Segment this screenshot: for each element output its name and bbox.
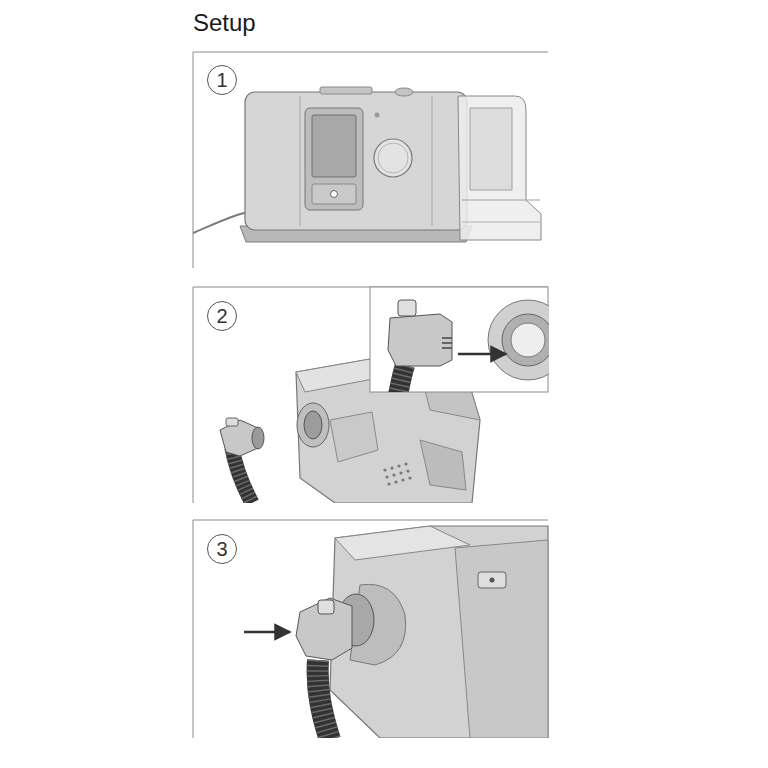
panel-frame-part (193, 520, 548, 738)
cpap-device-rear-part (252, 427, 264, 449)
tube-connected-closeup (244, 526, 548, 738)
connector-inset-part (388, 300, 549, 392)
cpap-device-front-part (395, 88, 413, 96)
cpap-device-front-part (300, 96, 301, 226)
connector-inset-part-part (502, 314, 549, 366)
connector-inset-part-part (488, 300, 549, 380)
cpap-device-rear-part (232, 448, 252, 503)
cpap-device-rear-part-part (394, 480, 397, 483)
cpap-device-rear-part-part (401, 478, 404, 481)
cpap-device-front-part (378, 143, 408, 173)
connector-inset-part-part (511, 323, 545, 357)
cpap-device-rear-part (420, 440, 466, 490)
step-number-circle: 1 (207, 65, 237, 95)
cpap-device-front-part (462, 222, 540, 223)
connector-inset-part-part (442, 347, 452, 349)
cpap-device-front-part (245, 92, 467, 230)
cpap-device-rear-part-part (406, 469, 409, 472)
cpap-device-rear-part (304, 411, 322, 439)
step-number: 2 (216, 306, 227, 326)
cpap-device-rear-part-part (390, 466, 393, 469)
tube-connected-closeup-part (478, 572, 506, 588)
connector-inset-part-part (458, 353, 506, 356)
cpap-device-front (193, 87, 541, 242)
cpap-device-rear-part-part (392, 473, 395, 476)
tube-connected-closeup-part (318, 600, 334, 614)
tube-connected-closeup-part (490, 578, 495, 583)
connector-inset-part-part (398, 365, 405, 392)
cpap-device-front-part (305, 108, 363, 210)
cpap-device-front-part (374, 139, 412, 177)
step-number-circle: 2 (207, 301, 237, 331)
cpap-device-front-part (320, 87, 372, 94)
tube-connected-closeup-part (296, 598, 352, 660)
panel-frame-part (193, 52, 548, 268)
cpap-device-rear-part-part (408, 476, 411, 479)
tube-connected-closeup-part (330, 526, 548, 738)
tube-connected-closeup-part (318, 660, 330, 738)
tube-connected-closeup-part (244, 631, 290, 634)
cpap-device-rear-part-part (385, 475, 388, 478)
connector-inset-part-part (442, 337, 452, 339)
cpap-device-rear-part (297, 403, 329, 447)
step-number: 1 (216, 70, 227, 90)
cpap-device-rear-part-part (399, 471, 402, 474)
connector-inset-part-part (398, 365, 405, 392)
cpap-device-rear-part-part (397, 464, 400, 467)
cpap-device-front-part (331, 191, 338, 198)
connector-inset (370, 287, 568, 395)
cpap-device-front-part (193, 212, 248, 233)
cpap-device-rear-part (226, 418, 238, 426)
cpap-device-front-part (432, 96, 433, 226)
cpap-device-front-part (458, 96, 541, 240)
connector-inset-part-part (442, 342, 452, 344)
tube-connected-closeup-part (455, 540, 548, 738)
cpap-device-front-part (375, 113, 380, 118)
cpap-device-rear-part-part (383, 468, 386, 471)
cpap-device-rear-part-part (387, 482, 390, 485)
connector-inset-part-part (388, 314, 452, 366)
cpap-device-rear-part (232, 448, 252, 503)
cpap-device-front-part (312, 184, 356, 204)
cpap-device-front-part (312, 115, 356, 177)
cpap-device-rear-part (383, 462, 411, 485)
cpap-device-front-part (462, 200, 540, 201)
panel-frame (193, 52, 548, 738)
tube-connected-closeup-part (335, 526, 470, 560)
tube-connected-closeup-part (318, 660, 330, 738)
cpap-device-rear-part (330, 412, 378, 462)
page-title: Setup (193, 9, 256, 37)
connector-inset-part-part (398, 300, 416, 316)
cpap-device-front-part (470, 108, 512, 190)
step-number-circle: 3 (207, 534, 237, 564)
cpap-device-rear-part-part (404, 462, 407, 465)
step-number: 3 (216, 539, 227, 559)
